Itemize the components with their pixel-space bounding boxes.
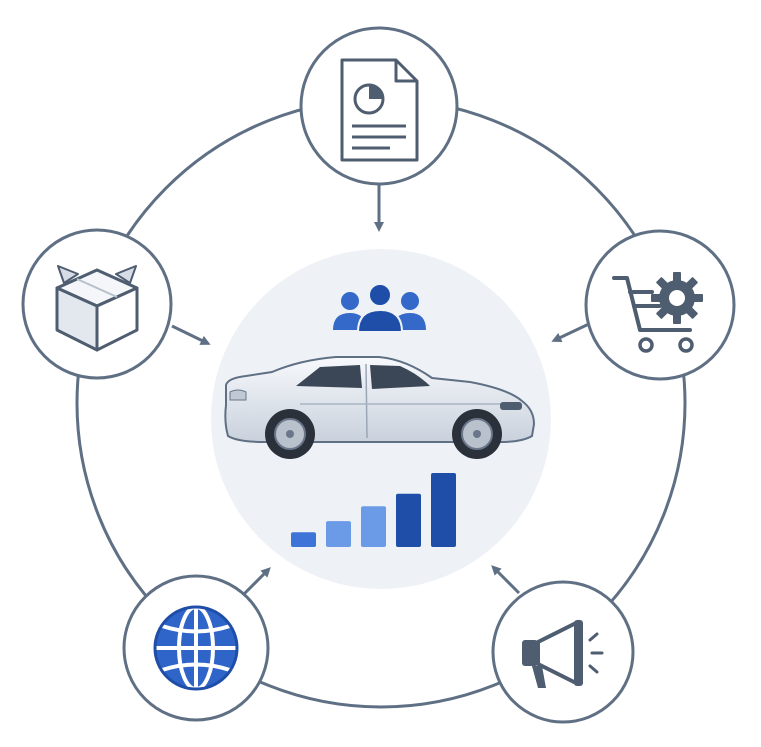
arrow-global-to-center [242,567,271,596]
report-document-icon [340,58,419,162]
arrow-shopping-to-center [551,321,592,342]
package-box-icon [55,265,139,352]
node-shopping[interactable] [584,229,736,381]
arrow-product-to-center [171,324,211,345]
bar-4 [396,493,421,547]
bar-3 [361,506,386,547]
car-icon [224,356,536,459]
flow-arrows [171,185,592,596]
shopping-cart-gear-icon [612,272,703,353]
node-product[interactable] [21,228,173,380]
node-marketing[interactable] [491,580,635,724]
people-group-icon [333,283,426,333]
bar-5 [431,473,456,547]
bar-1 [291,532,316,547]
bar-2 [326,521,351,547]
bar-chart-icon [291,473,456,547]
globe-icon [153,605,239,691]
node-report[interactable] [299,26,459,186]
megaphone-icon [522,620,604,688]
node-global[interactable] [122,574,270,722]
arrow-marketing-to-center [491,565,521,595]
